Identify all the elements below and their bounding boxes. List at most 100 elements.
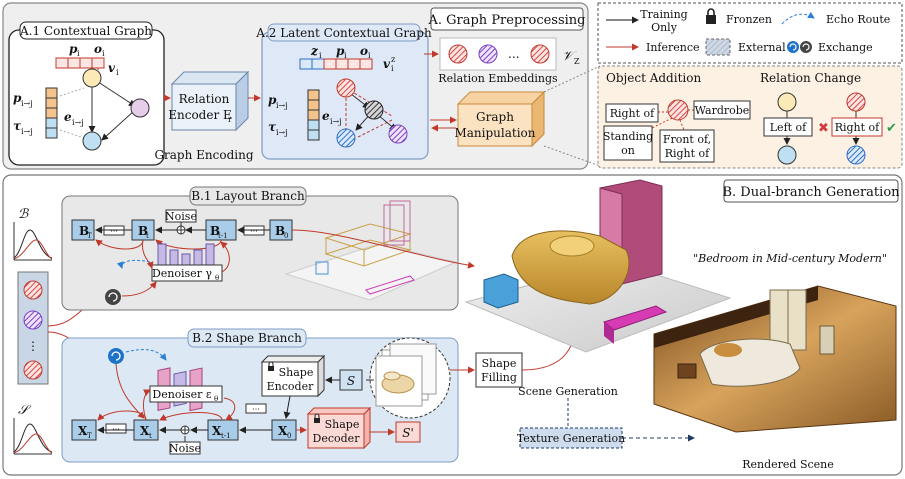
b1-title: B.1 Layout Branch: [191, 189, 305, 203]
section-b-title: B. Dual-branch Generation: [722, 185, 900, 200]
svg-text:⋮: ⋮: [27, 339, 39, 353]
tag-standing-on: Standing: [603, 130, 653, 143]
svg-text:z: z: [310, 44, 319, 58]
svg-text:i→j: i→j: [21, 127, 33, 136]
svg-text:0: 0: [284, 232, 288, 240]
layout-denoiser: Denoiser γ θ: [151, 243, 223, 282]
svg-text:t: t: [149, 432, 152, 440]
svg-text:i: i: [77, 49, 80, 58]
x-T-node: [71, 419, 97, 441]
a1-tau-edge-label: τ: [13, 119, 22, 133]
graph-encoding-label: Graph Encoding: [154, 148, 253, 162]
svg-text:i→j: i→j: [72, 118, 84, 127]
svg-text:i→j: i→j: [330, 117, 342, 126]
lock-icon: [706, 8, 716, 24]
shape-encoder-block: Shape Encoder: [260, 354, 326, 398]
a1-node-feature-bar: [55, 57, 105, 69]
noise-top: Noise: [165, 210, 197, 223]
scene-generation-render: [464, 179, 732, 353]
shape-decoder-block: Shape Decoder: [306, 406, 372, 450]
svg-text:t-1: t-1: [221, 432, 231, 440]
legend-training-only: Training: [640, 8, 687, 21]
svg-text:T: T: [87, 432, 92, 440]
svg-text:i: i: [102, 49, 105, 58]
svg-text:S': S': [402, 426, 414, 440]
svg-text:S: S: [347, 374, 355, 388]
layout-distribution-plot: [13, 222, 53, 261]
b2-shape-branch: B.2 Shape Branch Denoiser ε θ X T ··· X …: [61, 328, 459, 463]
shape-samples-bubble: [369, 337, 451, 419]
svg-text:0: 0: [287, 432, 291, 440]
a2-edge-feature-bar: [307, 89, 320, 141]
rendered-scene-image: [653, 285, 897, 433]
svg-text:...: ...: [508, 47, 519, 61]
svg-text:X: X: [278, 424, 288, 438]
noise-bottom: Noise: [169, 442, 201, 455]
a1-title: A.1 Contextual Graph: [19, 24, 152, 38]
embedding-column: ⋮: [17, 271, 49, 385]
svg-text:i: i: [344, 51, 347, 60]
b-T-node: [71, 219, 95, 241]
legend-frozen: Fronzen: [726, 13, 772, 26]
svg-text:Only: Only: [651, 21, 678, 34]
svg-text:i→j: i→j: [21, 99, 33, 108]
svg-text:i: i: [116, 68, 119, 77]
a1-node-purple: [130, 98, 150, 118]
svg-text:Encoder E: Encoder E: [168, 108, 232, 122]
texture-generation-label: Texture Generation: [517, 432, 625, 445]
manipulation-examples: Object Addition Relation Change Right of…: [597, 65, 903, 169]
svg-text:t-1: t-1: [218, 232, 228, 240]
tag-right-of: Right of: [610, 107, 655, 120]
svg-text:p: p: [268, 93, 277, 107]
svg-text:Encoder: Encoder: [267, 380, 314, 393]
section-a-graph-preprocessing: A. Graph Preprocessing A.1 Contextual Gr…: [2, 2, 601, 170]
svg-text:θ: θ: [215, 274, 219, 282]
svg-text:B: B: [79, 224, 89, 238]
a1-contextual-graph: A.1 Contextual Graph p i o i v i: [8, 21, 165, 166]
exchange-icon-layout: [105, 289, 121, 305]
scene-generation-label: Scene Generation: [518, 385, 618, 398]
legend-external: External: [738, 41, 786, 54]
section-b-dual-branch: B. Dual-branch Generation ℬ 𝒮 ⋮: [2, 174, 903, 476]
a2-node-red: [336, 78, 356, 98]
svg-text:Z: Z: [574, 57, 580, 66]
a1-node-yellow: [82, 68, 102, 88]
s-prime-node: [395, 421, 421, 443]
svg-text:Shape: Shape: [325, 418, 360, 431]
svg-text:B: B: [275, 224, 285, 238]
svg-text:Filling: Filling: [481, 371, 517, 384]
svg-text:τ: τ: [268, 120, 277, 134]
svg-text:i: i: [319, 51, 322, 60]
tag-wardrobe: Wardrobe: [695, 104, 750, 117]
svg-text:Shape: Shape: [279, 366, 314, 379]
section-a-title: A. Graph Preprocessing: [427, 13, 585, 28]
shape-distribution-plot: [13, 418, 53, 455]
relation-encoder-block: Relation Encoder E r: [168, 70, 250, 132]
svg-text:Denoiser γ: Denoiser γ: [152, 267, 212, 280]
a1-node-blue: [82, 131, 102, 151]
svg-text:i→j: i→j: [276, 101, 288, 110]
svg-text:···: ···: [110, 227, 118, 236]
exchange-icon-shape: [108, 348, 124, 364]
scene-prompt: "Bedroom in Mid-century Modern": [693, 252, 887, 265]
a1-o-label: o: [94, 42, 102, 56]
tag-front-of: Front of,: [663, 133, 711, 146]
graph-manipulation-block: Graph Manipulation: [454, 90, 546, 148]
svg-text:i: i: [368, 51, 371, 60]
b1-layout-branch: B.1 Layout Branch Noise B T ··· B: [61, 186, 459, 311]
legend-exchange: Exchange: [818, 41, 873, 54]
svg-text:B: B: [210, 224, 220, 238]
relation-embeddings-label: Relation Embeddings: [438, 72, 558, 85]
cross-icon: ✖: [818, 121, 829, 136]
svg-text:Graph: Graph: [476, 110, 514, 124]
svg-text:i: i: [391, 64, 394, 73]
svg-text:X: X: [78, 424, 88, 438]
exchange-icon: [787, 41, 812, 53]
echo-route-arrow: [781, 11, 815, 25]
svg-text:···: ···: [250, 227, 258, 236]
a1-p-edge-label: p: [13, 91, 22, 105]
check-icon: ✔: [886, 121, 897, 136]
svg-text:X: X: [140, 424, 150, 438]
svg-text:Decoder: Decoder: [313, 432, 361, 445]
